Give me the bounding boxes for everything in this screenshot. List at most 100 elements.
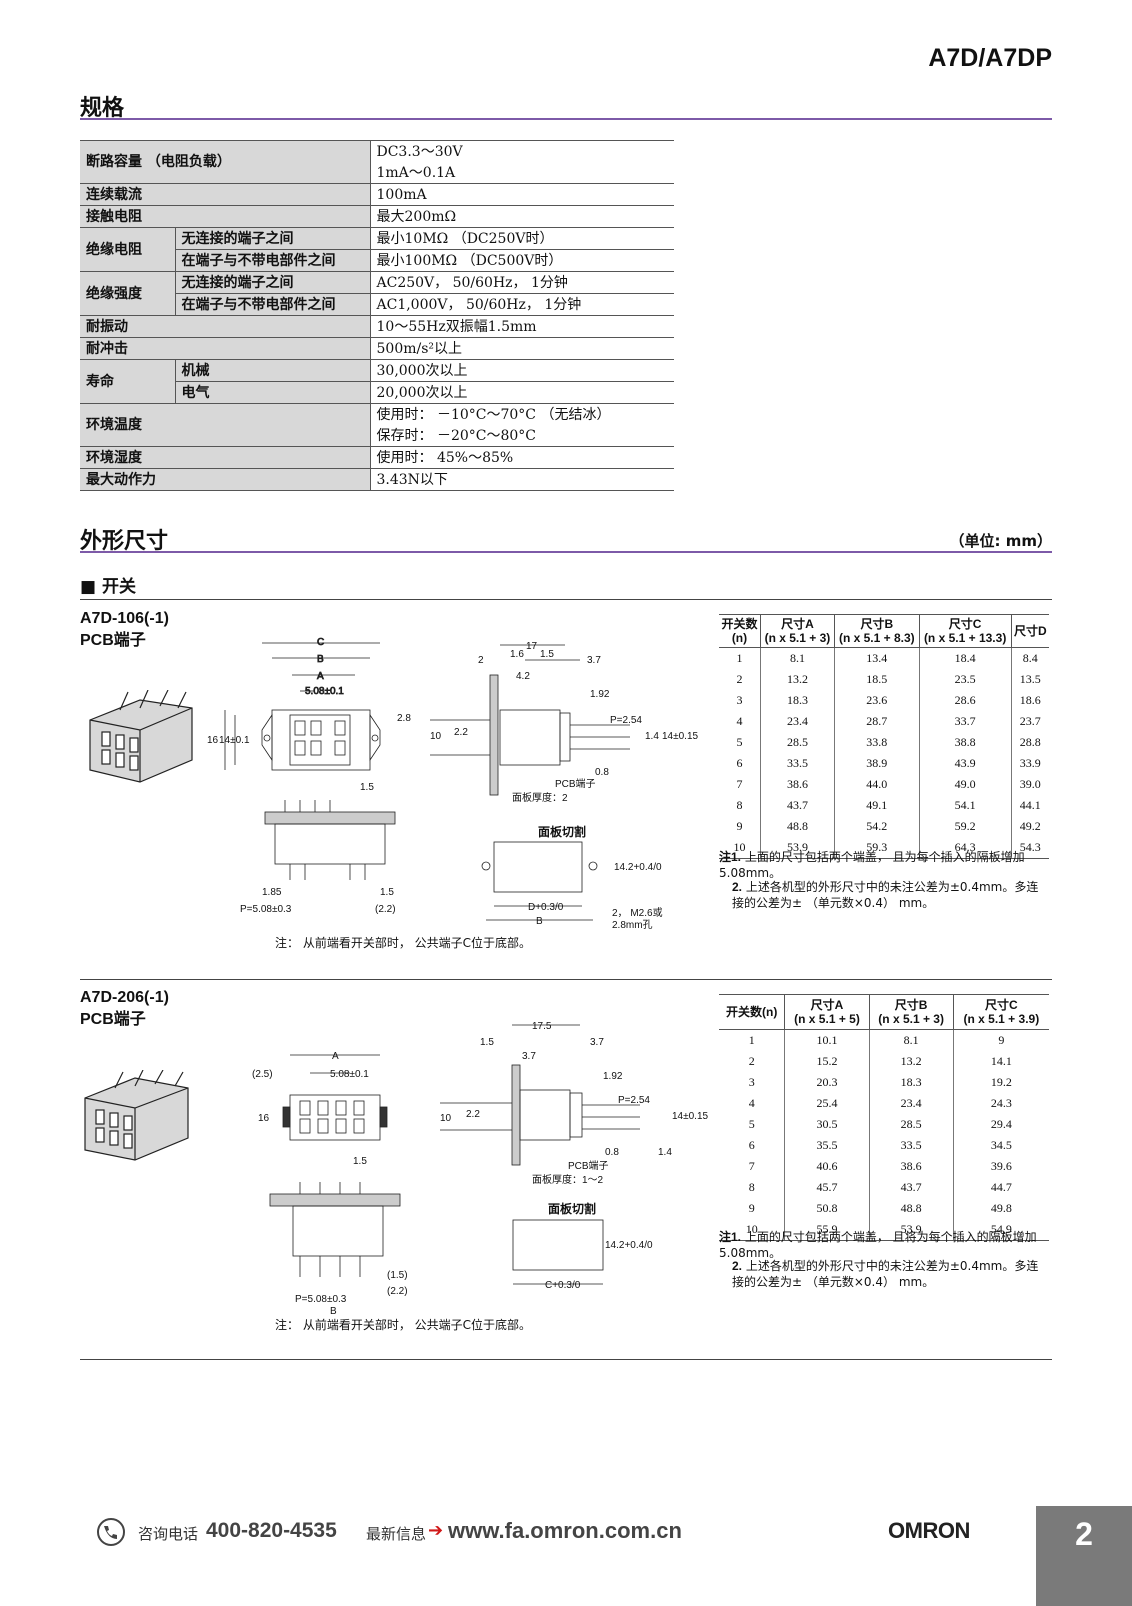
svg-text:P=5.08±0.3: P=5.08±0.3	[240, 904, 292, 915]
table-cell: 53.9	[868, 1219, 954, 1241]
website-link[interactable]: www.fa.omron.com.cn	[448, 1518, 682, 1543]
spec-value: 最小100MΩ （DC500V时）	[369, 249, 674, 272]
table-cell: 6	[736, 756, 743, 770]
svg-text:16: 16	[258, 1113, 270, 1124]
note-label: 2.	[732, 880, 743, 894]
spec-subkey: 在端子与不带电部件之间	[174, 249, 370, 272]
table-cell: 50.8	[784, 1198, 870, 1219]
bottom-view-206: 1.5 (1.5)(2.2) P=5.08±0.3B	[269, 1156, 408, 1317]
svg-text:16: 16	[207, 735, 219, 746]
table-cell: 5	[736, 735, 743, 749]
table-cell: 39.6	[952, 1156, 1049, 1177]
spec-key: 最大动作力	[80, 468, 370, 491]
table-cell: 40.6	[784, 1156, 870, 1177]
table-cell: 7	[736, 777, 743, 791]
table-cell: 2	[736, 672, 743, 686]
spec-value: 保存时： －20°C～80°C	[369, 425, 674, 447]
col-header: 尺寸C (n x 5.1 + 13.3)	[918, 614, 1012, 648]
spec-key: 绝缘电阻	[80, 227, 175, 272]
table-cell: 59.3	[833, 837, 920, 859]
table-cell: 7	[748, 1159, 755, 1173]
spec-value: 100mA	[369, 183, 674, 206]
caption-106: 注： 从前端看开关部时， 公共端子C位于底部。	[275, 936, 532, 950]
svg-text:5.08±0.1: 5.08±0.1	[305, 686, 344, 697]
note-label: 注1.	[719, 850, 742, 864]
svg-text:2.2: 2.2	[454, 727, 468, 738]
spec-key: 寿命	[80, 359, 175, 404]
table-cell: 13.2	[868, 1051, 954, 1072]
table-cell: 43.9	[918, 753, 1012, 774]
svg-text:5.08±0.1: 5.08±0.1	[330, 1069, 369, 1080]
table-cell: 54.2	[833, 816, 920, 837]
spec-value: 使用时： －10°C～70°C （无结冰）	[369, 403, 674, 425]
table-cell: 38.6	[868, 1156, 954, 1177]
table-cell: 18.4	[918, 647, 1012, 669]
terminal-a7d206: PCB端子	[80, 1011, 146, 1028]
model-a7d206: A7D-206(-1)	[80, 989, 169, 1006]
dimensions-rule	[80, 551, 1052, 553]
svg-text:C: C	[317, 637, 324, 648]
spec-value: 1mA～0.1A	[369, 162, 674, 184]
table-cell: 59.2	[918, 816, 1012, 837]
svg-text:2.8: 2.8	[397, 713, 411, 724]
spec-key: 断路容量 （电阻负载）	[80, 140, 370, 184]
table-cell: 25.4	[784, 1093, 870, 1114]
svg-text:1.5: 1.5	[480, 1037, 494, 1048]
table-cell: 6	[748, 1138, 755, 1152]
spec-key: 接触电阻	[80, 205, 370, 228]
table-cell: 8	[736, 798, 743, 812]
spec-key: 耐振动	[80, 315, 370, 338]
panel-thickness-106: 面板厚度：2	[512, 791, 568, 804]
spec-subkey: 无连接的端子之间	[174, 227, 370, 250]
svg-text:14.2+0.4/0: 14.2+0.4/0	[605, 1240, 653, 1251]
spec-key: 耐冲击	[80, 337, 370, 360]
unit-label: （单位: mm）	[949, 532, 1052, 550]
svg-text:4.2: 4.2	[516, 671, 530, 682]
table-cell: 23.4	[759, 711, 835, 732]
svg-text:17: 17	[526, 641, 538, 652]
svg-text:1.92: 1.92	[603, 1071, 623, 1082]
table-cell: 1	[748, 1033, 755, 1047]
svg-text:(2.5): (2.5)	[252, 1069, 273, 1080]
table-cell: 10	[719, 1219, 785, 1241]
switch-photo-106	[89, 690, 193, 783]
table-cell: 49.2	[1010, 816, 1049, 837]
svg-text:14±0.15: 14±0.15	[662, 731, 699, 742]
table-cell: 29.4	[952, 1114, 1049, 1135]
note-text: 上述各机型的外形尺寸中的未注公差为±0.4mm。多连接的公差为± （单元数×0.…	[732, 1259, 1039, 1289]
svg-text:14±0.15: 14±0.15	[672, 1111, 709, 1122]
table-cell: 15.2	[784, 1051, 870, 1072]
spec-row: 断路容量 （电阻负载） DC3.3～30V	[80, 140, 674, 184]
table-cell: 9	[736, 819, 743, 833]
table-cell: 1	[736, 651, 743, 665]
table-cell: 13.2	[759, 669, 835, 690]
table-cell: 3	[736, 693, 743, 707]
svg-text:10: 10	[440, 1113, 452, 1124]
hotline-number[interactable]: 400-820-4535	[206, 1519, 337, 1542]
table-cell: 39.0	[1010, 774, 1049, 795]
panel-cut-title-106: 面板切割	[538, 825, 587, 839]
model-a7d106: A7D-106(-1)	[80, 610, 169, 627]
note-label: 注1.	[719, 1230, 742, 1244]
table-cell: 33.5	[759, 753, 835, 774]
col-header: 尺寸A (n x 5.1 + 3)	[759, 614, 835, 648]
spec-key: 绝缘强度	[80, 271, 175, 316]
table-cell: 3	[748, 1075, 755, 1089]
svg-text:0.8: 0.8	[605, 1147, 619, 1158]
spec-value: DC3.3～30V	[369, 140, 674, 162]
arrow-right-icon: ➔	[428, 1520, 444, 1541]
svg-text:(2.2): (2.2)	[387, 1286, 408, 1297]
spec-key: 连续载流	[80, 183, 370, 206]
front-view-206: A(2.5)5.08±0.1 16	[252, 1051, 388, 1141]
page-number: 2	[1036, 1506, 1132, 1606]
table-cell: 54.9	[952, 1219, 1049, 1241]
table-cell: 64.3	[918, 837, 1012, 859]
table-cell: 28.5	[868, 1114, 954, 1135]
col-header: 尺寸A (n x 5.1 + 5)	[784, 994, 870, 1030]
svg-text:17.5: 17.5	[532, 1021, 552, 1032]
